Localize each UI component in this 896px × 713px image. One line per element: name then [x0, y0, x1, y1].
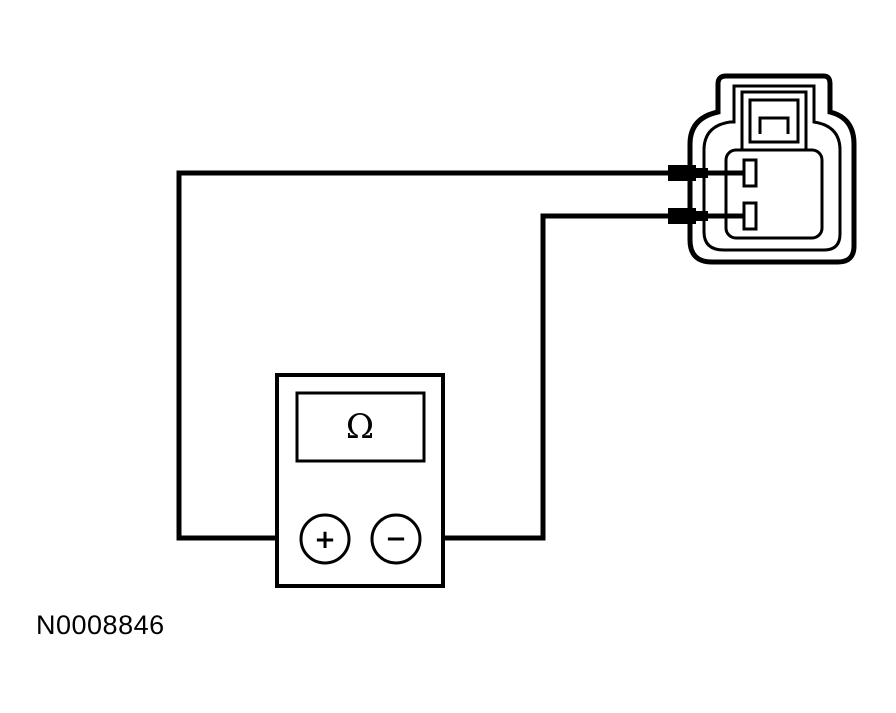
ohmmeter: Ω + −	[275, 373, 445, 588]
positive-terminal	[299, 513, 351, 565]
wires	[176, 170, 672, 541]
positive-terminal-label: +	[314, 525, 336, 555]
figure-id: N0008846	[36, 610, 165, 640]
probe-tips	[668, 165, 744, 224]
upper-probe-tip	[668, 165, 744, 181]
ohm-symbol: Ω	[346, 407, 374, 447]
connector-outer-shell	[687, 73, 857, 265]
connector-cavity	[724, 148, 824, 240]
negative-terminal-label: −	[385, 524, 407, 554]
connector-tab-inner	[748, 98, 800, 144]
positive-wire	[176, 170, 672, 541]
lower-probe-tip	[668, 208, 744, 224]
terminal-pin-upper	[742, 158, 758, 188]
negative-terminal	[370, 513, 422, 565]
connector	[687, 73, 857, 265]
connector-tab-notch	[758, 116, 790, 134]
terminal-pin-lower	[742, 201, 758, 231]
meter-display	[295, 391, 426, 463]
connector-inner-shell	[702, 84, 842, 252]
negative-wire	[421, 213, 672, 541]
